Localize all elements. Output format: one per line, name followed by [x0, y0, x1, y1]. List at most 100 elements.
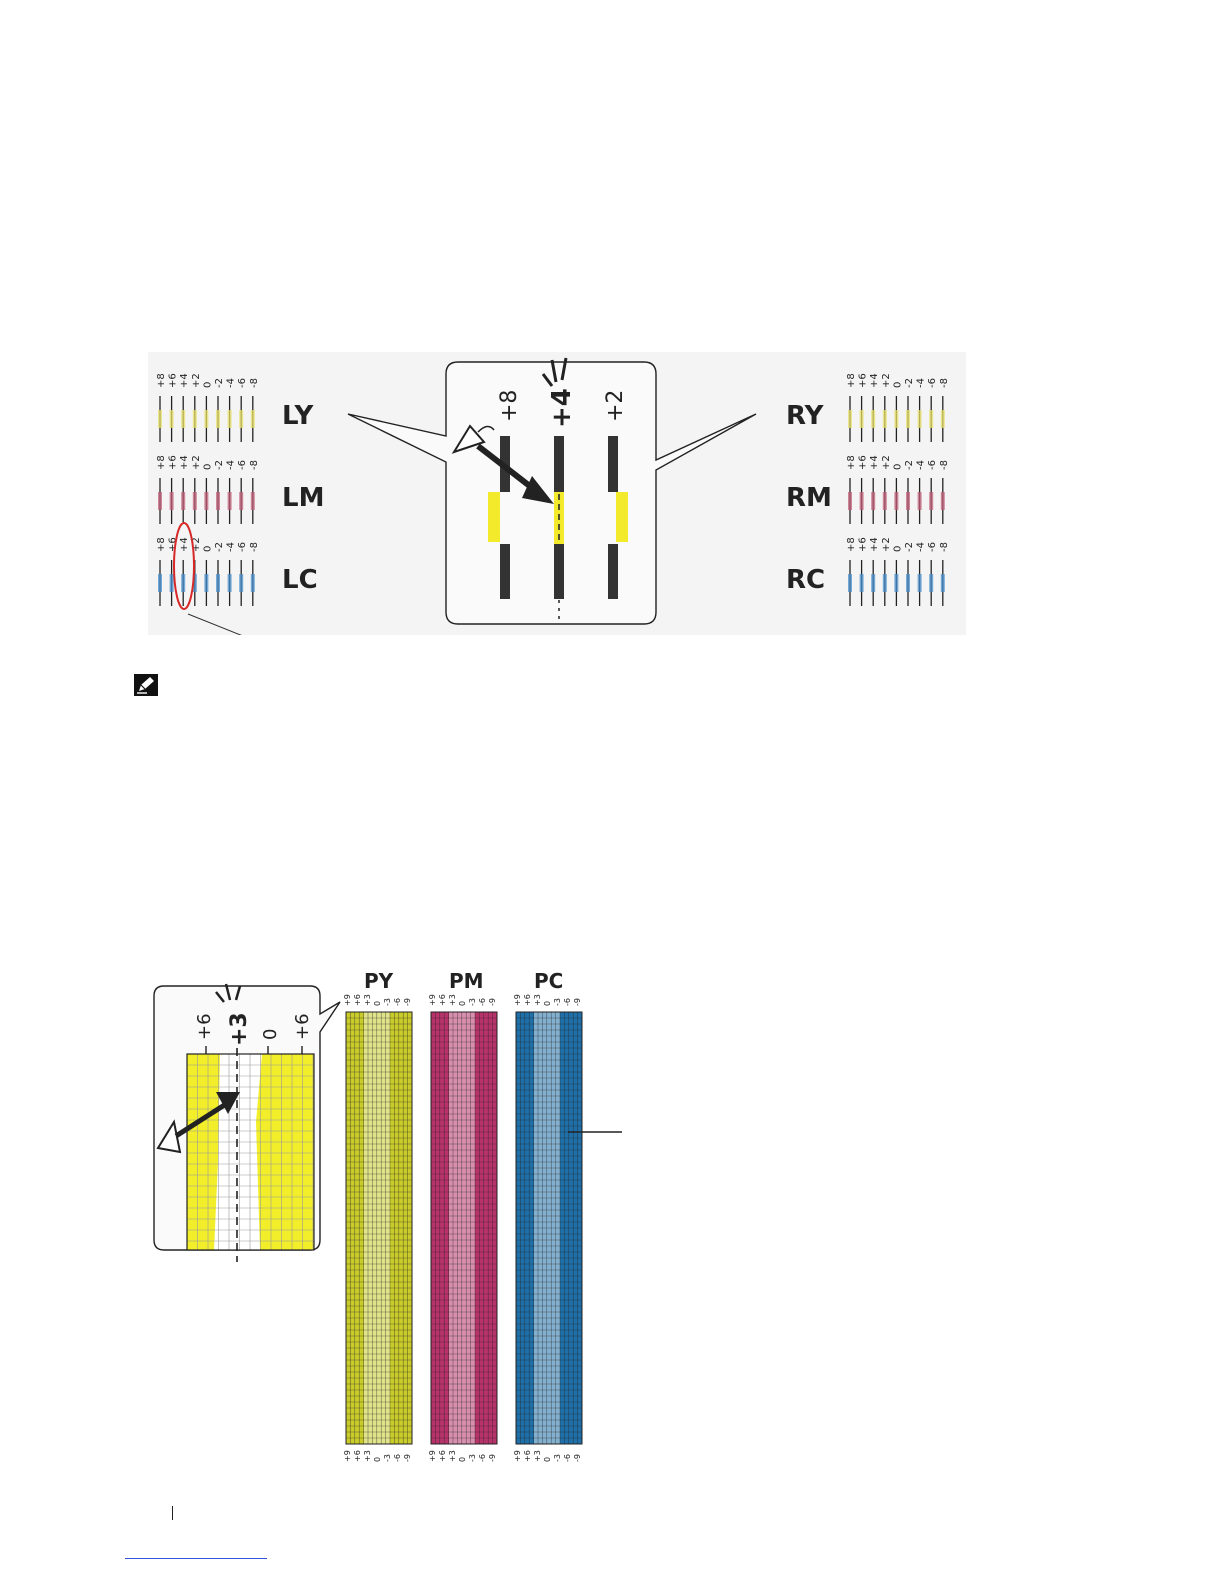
lm-color-mark	[250, 492, 255, 510]
rm-tick-label: +2	[881, 455, 892, 470]
strip-label-pm: PM	[449, 969, 484, 993]
pc-top-tick: -3	[553, 998, 562, 1006]
ly-tick-label: +2	[191, 373, 202, 388]
py-bottom-tick: -9	[403, 1454, 412, 1462]
ry-tick-label: +8	[846, 373, 857, 388]
rm-tick-label: -4	[916, 460, 927, 470]
rc-tick-label: +4	[869, 537, 880, 552]
pc-top-tick: +3	[533, 994, 542, 1006]
rc-color-mark	[894, 574, 899, 592]
pm-bottom-tick: -3	[468, 1454, 477, 1462]
py-top-tick: -3	[383, 998, 392, 1006]
rm-color-mark	[848, 492, 852, 510]
ly-tick-label: -8	[249, 378, 260, 388]
zoom-grid-border	[186, 1053, 315, 1251]
rm-color-mark	[871, 492, 876, 510]
rm-color-mark	[894, 492, 899, 510]
zoom-highlight-1	[488, 492, 500, 542]
pc-bottom-tick: +3	[533, 1450, 542, 1462]
pm-top-tick: +9	[428, 994, 437, 1006]
rc-tick-label: -2	[904, 542, 915, 552]
lc-color-mark	[181, 574, 186, 592]
zoom-label-1: +8	[497, 390, 522, 422]
emphasis-strokes	[541, 357, 568, 387]
ly-color-mark	[192, 410, 197, 428]
process-zoom-label-1: +6	[194, 1013, 215, 1040]
pointing-arrowhead	[522, 476, 554, 504]
strip-label-pc: PC	[534, 969, 563, 993]
rm-color-mark	[929, 492, 934, 510]
page-number-rule	[172, 1506, 173, 1520]
process-registration-chart: +6 +3 0 +6 PY+9+9+6+6+3+300-3-3-6-6-9-9P…	[144, 962, 644, 1467]
pc-bottom-tick: -9	[573, 1454, 582, 1462]
ly-tick-label: +6	[168, 373, 179, 388]
process-emphasis-strokes	[215, 983, 242, 1003]
pm-bottom-tick: +9	[428, 1450, 437, 1462]
pc-top-tick: -6	[563, 998, 572, 1006]
pm-bottom-tick: -6	[478, 1454, 487, 1462]
lm-tick-label: +8	[156, 455, 167, 470]
lc-color-mark	[227, 574, 232, 592]
lc-color-mark	[192, 574, 197, 592]
zoom-bar-bottom-2	[554, 544, 564, 599]
row-label-lm: LM	[282, 483, 324, 513]
process-zoom-grid	[186, 1046, 315, 1262]
zoom-bar-bottom-3	[608, 544, 618, 599]
row-label-rm: RM	[786, 483, 832, 513]
ry-tick-label: -6	[927, 378, 938, 388]
row-label-ly: LY	[282, 401, 315, 431]
rm-tick-label: -8	[939, 460, 950, 470]
lc-tick-label: +2	[191, 537, 202, 552]
zoom-highlight-3	[616, 492, 628, 542]
zoom-white-band	[214, 1054, 262, 1250]
zoom-bar-top-3	[608, 436, 618, 492]
footer-link-underline[interactable]	[125, 1558, 267, 1559]
zoom-bar-top-2	[554, 436, 564, 492]
py-top-tick: -6	[393, 998, 402, 1006]
ry-color-mark	[848, 410, 852, 428]
lc-color-mark	[250, 574, 255, 592]
note-pencil-icon	[134, 674, 158, 696]
rc-tick-label: 0	[892, 546, 903, 552]
rm-color-mark	[917, 492, 922, 510]
lm-tick-label: +2	[191, 455, 202, 470]
rc-color-mark	[906, 574, 910, 592]
ly-tick-label: 0	[202, 382, 213, 388]
rm-color-mark	[882, 492, 887, 510]
lm-color-mark	[227, 492, 232, 510]
ly-tick-label: -6	[237, 378, 248, 388]
pm-bottom-tick: -9	[488, 1454, 497, 1462]
rm-tick-label: -6	[927, 460, 938, 470]
pc-bottom-tick: +9	[513, 1450, 522, 1462]
ry-tick-label: -8	[939, 378, 950, 388]
py-strip-border	[345, 1011, 413, 1445]
py-bottom-tick: -3	[383, 1454, 392, 1462]
process-pointing-arrowhead	[216, 1092, 240, 1114]
ry-color-mark	[940, 410, 945, 428]
pm-bottom-tick: +6	[438, 1450, 447, 1462]
ly-color-mark	[250, 410, 255, 428]
ry-color-mark	[859, 410, 864, 428]
ly-tick-label: +4	[179, 373, 190, 388]
lm-tick-label: +6	[168, 455, 179, 470]
pm-strip-border	[430, 1011, 498, 1445]
ly-tick-label: -4	[226, 378, 237, 388]
zoom-label-selected: +4	[547, 388, 577, 428]
ry-color-mark	[906, 410, 910, 428]
lc-color-mark	[204, 574, 209, 592]
lc-tick-label: -8	[249, 542, 260, 552]
lc-color-mark	[239, 574, 244, 592]
pc-bottom-tick: -6	[563, 1454, 572, 1462]
rc-tick-label: -8	[939, 542, 950, 552]
ry-tick-label: +4	[869, 373, 880, 388]
ly-color-mark	[227, 410, 232, 428]
rm-tick-label: +4	[869, 455, 880, 470]
ry-tick-label: 0	[892, 382, 903, 388]
py-bottom-tick: +3	[363, 1450, 372, 1462]
eye-icon-brow	[477, 425, 495, 433]
row-label-ry: RY	[786, 401, 825, 431]
row-label-lc: LC	[282, 565, 318, 595]
rc-tick-label: +2	[881, 537, 892, 552]
rc-color-mark	[917, 574, 922, 592]
lc-tick-label: +8	[156, 537, 167, 552]
